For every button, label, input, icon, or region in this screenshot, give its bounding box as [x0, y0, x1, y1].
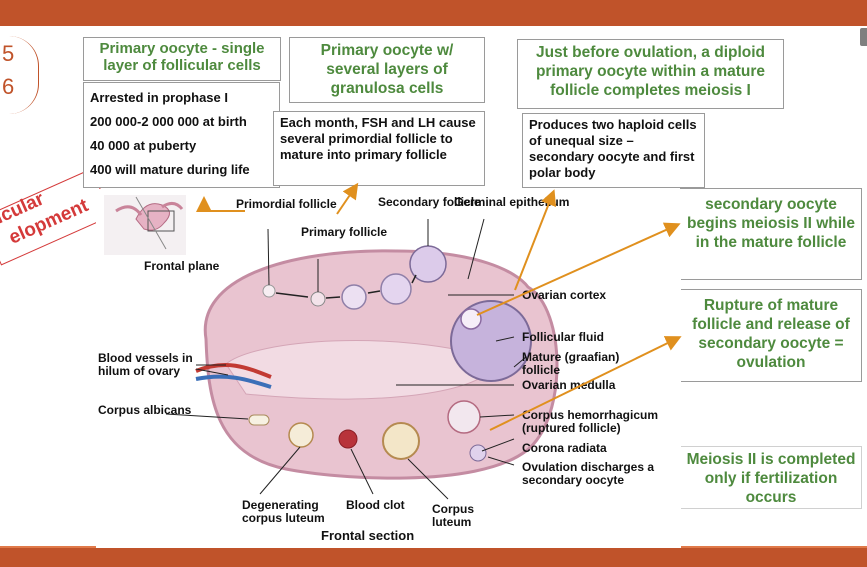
ovary-diagram: Primordial follicle Primary follicle Sec…	[96, 189, 681, 548]
maturation-arrows	[275, 274, 417, 299]
fsh-lh-text: Each month, FSH and LH cause several pri…	[280, 115, 476, 162]
bottom-accent-bar	[0, 548, 867, 567]
rupture-text: Rupture of mature follicle and release o…	[692, 297, 850, 371]
primary-oocyte-single-box: Primary oocyte - single layer of follicu…	[83, 37, 281, 81]
label-corpus-albicans: Corpus albicans	[98, 403, 192, 417]
label-germinal-epithelium: Germinal epithelium	[454, 195, 570, 209]
oocyte-facts-box: Arrested in prophase I 200 000-2 000 000…	[83, 82, 280, 188]
oocyte-shape	[460, 308, 482, 330]
label-blood-clot: Blood clot	[346, 498, 405, 512]
bottom-accent-left	[0, 546, 96, 549]
discharged-oocyte-shape	[469, 444, 487, 462]
primary-follicle-shape	[310, 291, 326, 307]
bottom-accent-right	[681, 546, 867, 549]
meiosis2-begins-text: secondary oocyte begins meiosis II while…	[687, 196, 855, 251]
fact-arrested: Arrested in prophase I	[90, 90, 228, 105]
fact-mature-life: 400 will mature during life	[90, 162, 250, 177]
slide-number: 5 6	[0, 36, 39, 114]
slide-number-top: 5	[2, 41, 15, 66]
before-ovulation-box: Just before ovulation, a diploid primary…	[517, 39, 784, 109]
label-corona-radiata: Corona radiata	[522, 441, 607, 455]
label-mature-follicle: Mature (graafian) follicle	[522, 350, 620, 377]
label-frontal-section: Frontal section	[321, 528, 415, 543]
label-frontal-plane: Frontal plane	[144, 259, 220, 273]
uterus-inset	[104, 195, 186, 255]
primary-oocyte-several-box: Primary oocyte w/ several layers of gran…	[289, 37, 485, 103]
label-primordial-follicle: Primordial follicle	[236, 197, 337, 211]
label-follicular-fluid: Follicular fluid	[522, 330, 605, 344]
corpus-hemorrhagicum-shape	[447, 400, 481, 434]
haploid-text: Produces two haploid cells of unequal si…	[529, 117, 697, 180]
top-accent-bar	[0, 0, 867, 26]
label-secondary-follicle: Secondary follicle	[378, 195, 481, 209]
corpus-albicans-shape	[248, 414, 270, 426]
label-ovarian-medulla: Ovarian medulla	[522, 378, 616, 392]
meiosis2-completed-text: Meiosis II is completed only if fertiliz…	[686, 451, 856, 506]
growing-follicle-2-shape	[380, 273, 412, 305]
degenerating-corpus-luteum-shape	[288, 422, 314, 448]
before-ovulation-title: Just before ovulation, a diploid primary…	[535, 44, 766, 99]
meiosis2-begins-box: secondary oocyte begins meiosis II while…	[680, 188, 862, 280]
primary-oocyte-several-title: Primary oocyte w/ several layers of gran…	[320, 42, 454, 97]
primordial-follicle-shape	[262, 284, 276, 298]
rupture-box: Rupture of mature follicle and release o…	[680, 289, 862, 382]
haploid-cells-box: Produces two haploid cells of unequal si…	[522, 113, 705, 188]
fact-at-puberty: 40 000 at puberty	[90, 138, 197, 153]
growing-follicle-shape	[341, 284, 367, 310]
fsh-lh-box: Each month, FSH and LH cause several pri…	[273, 111, 485, 186]
meiosis2-completed-box: Meiosis II is completed only if fertiliz…	[680, 446, 862, 509]
blood-vessel-blue	[195, 374, 272, 389]
corner-tab	[860, 28, 867, 46]
blood-clot-shape	[338, 429, 358, 449]
corpus-luteum-shape	[382, 422, 420, 460]
blood-vessel-red	[195, 363, 272, 379]
label-corpus-hemorrhagicum: Corpus hemorrhagicum (ruptured follicle)	[522, 408, 659, 435]
fact-at-birth: 200 000-2 000 000 at birth	[90, 114, 247, 129]
label-corpus-luteum: Corpus luteum	[432, 502, 474, 529]
slide-number-bottom: 6	[2, 74, 15, 99]
label-degenerating-corpus-luteum: Degenerating corpus luteum	[242, 498, 325, 525]
label-primary-follicle: Primary follicle	[301, 225, 388, 239]
label-ovulation-discharges: Ovulation discharges a secondary oocyte	[522, 460, 655, 487]
primary-oocyte-single-title: Primary oocyte - single layer of follicu…	[99, 40, 265, 74]
label-ovarian-cortex: Ovarian cortex	[522, 288, 607, 302]
label-blood-vessels: Blood vessels in hilum of ovary	[98, 351, 193, 378]
